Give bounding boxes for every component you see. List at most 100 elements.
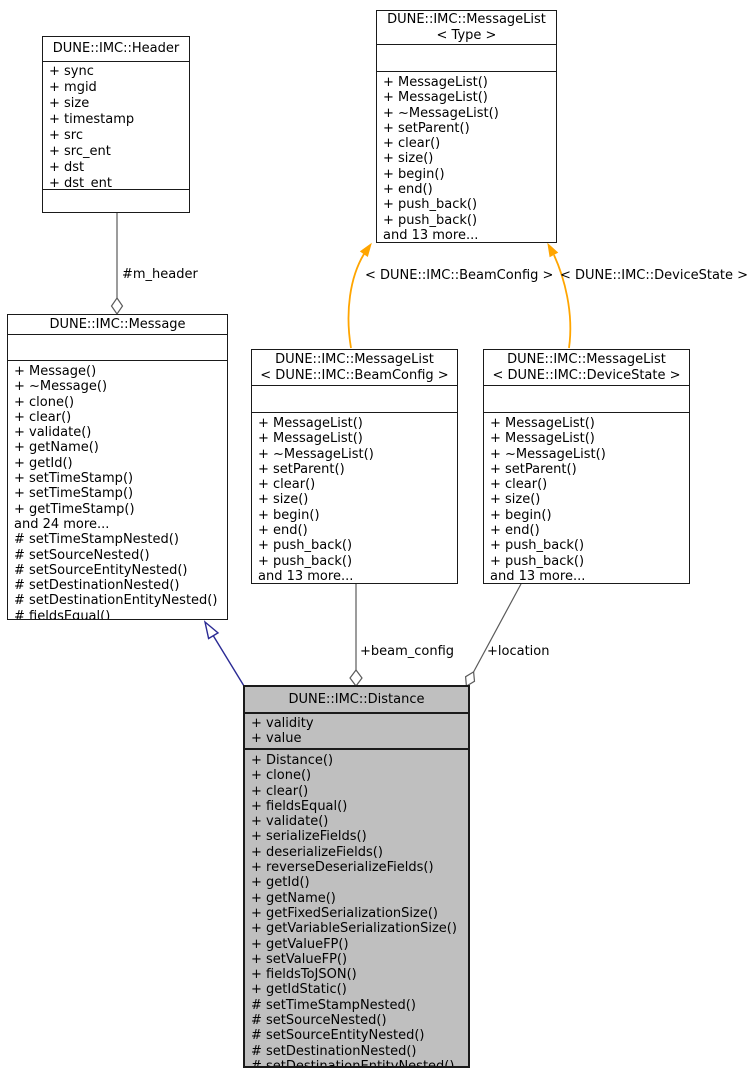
method: + size() xyxy=(383,151,434,167)
method: + fieldsEqual() xyxy=(251,798,348,814)
beamconfig-template-edge xyxy=(347,253,365,349)
method: and 13 more... xyxy=(383,227,479,242)
class-title: DUNE::IMC::MessageList < DUNE::IMC::Devi… xyxy=(484,350,689,386)
inheritance-arrow-icon xyxy=(203,620,220,640)
class-box-messagelist-type[interactable]: DUNE::IMC::MessageList < Type > + Messag… xyxy=(376,10,557,243)
method: # setDestinationNested() xyxy=(251,1043,417,1059)
method: + begin() xyxy=(258,507,320,523)
method: + fieldsToJSON() xyxy=(251,967,357,983)
method: # setDestinationNested() xyxy=(14,578,180,594)
method: + push_back() xyxy=(490,553,585,569)
method: + validate() xyxy=(251,814,329,830)
method: # setSourceNested() xyxy=(251,1013,387,1029)
method: + ~Message() xyxy=(14,379,108,395)
class-title-text-line1: DUNE::IMC::MessageList xyxy=(275,351,434,367)
method: + getName() xyxy=(14,440,99,456)
class-box-messagelist-beamconfig[interactable]: DUNE::IMC::MessageList < DUNE::IMC::Beam… xyxy=(251,349,458,584)
methods-section xyxy=(43,190,189,212)
method: and 24 more... xyxy=(14,516,110,532)
method: + getId() xyxy=(251,875,310,891)
attributes-section xyxy=(252,386,457,413)
method: + MessageList() xyxy=(490,431,595,447)
method: and 13 more... xyxy=(258,568,354,583)
attribute: + size xyxy=(49,96,90,111)
method: + ~MessageList() xyxy=(258,446,374,462)
method: + getIdStatic() xyxy=(251,982,347,998)
class-title: DUNE::IMC::Distance xyxy=(245,687,468,714)
class-title-text: DUNE::IMC::Distance xyxy=(288,691,425,707)
method: + setParent() xyxy=(490,461,577,477)
method: + begin() xyxy=(490,507,552,523)
class-title-text: DUNE::IMC::Header xyxy=(52,41,180,56)
attribute: + mgid xyxy=(49,80,97,95)
method: + MessageList() xyxy=(258,431,363,447)
method: + clear() xyxy=(251,783,309,799)
method: + end() xyxy=(383,182,433,198)
method: # fieldsEqual() xyxy=(14,608,111,619)
devicestate-template-edge xyxy=(553,254,572,349)
method: + setTimeStamp() xyxy=(14,486,134,502)
attribute: + dst_ent xyxy=(49,176,112,190)
beam-config-edge-label: +beam_config xyxy=(360,644,455,659)
methods-section: + Distance()+ clone()+ clear()+ fieldsEq… xyxy=(245,750,468,1066)
class-box-distance: DUNE::IMC::Distance + validity+ value + … xyxy=(243,685,470,1068)
devicestate-template-arrow-icon xyxy=(547,242,559,258)
method: + clear() xyxy=(383,136,441,152)
method: # setSourceNested() xyxy=(14,547,150,563)
method: + clear() xyxy=(258,477,316,493)
attribute: + sync xyxy=(49,64,94,79)
method: + MessageList() xyxy=(258,416,363,431)
method: + deserializeFields() xyxy=(251,844,383,860)
method: # setDestinationEntityNested() xyxy=(251,1059,468,1066)
method: + getFixedSerializationSize() xyxy=(251,905,438,921)
method: + getValueFP() xyxy=(251,936,349,952)
method: + setParent() xyxy=(383,120,470,136)
methods-section: + Message()+ ~Message()+ clone()+ clear(… xyxy=(8,361,227,619)
method: + validate() xyxy=(14,425,92,441)
beamconfig-template-arrow-icon xyxy=(359,242,372,258)
class-title-text: DUNE::IMC::Message xyxy=(49,316,186,332)
attribute: + value xyxy=(251,731,302,747)
class-title-text-line2: < Type > xyxy=(436,27,497,43)
method: + ~MessageList() xyxy=(490,446,606,462)
m-header-diamond-icon xyxy=(110,296,124,316)
method: + size() xyxy=(258,492,309,508)
attribute: + dst xyxy=(49,160,85,175)
m-header-edge-label: #m_header xyxy=(122,267,198,282)
methods-section: + MessageList()+ MessageList()+ ~Message… xyxy=(377,72,556,242)
method: + setValueFP() xyxy=(251,951,348,967)
class-title: DUNE::IMC::Message xyxy=(8,315,227,335)
method: + Message() xyxy=(14,364,97,379)
location-diamond-icon xyxy=(464,670,476,688)
method: + getTimeStamp() xyxy=(14,501,135,517)
method: + setParent() xyxy=(258,461,345,477)
devicestate-template-edge-label: < DUNE::IMC::DeviceState > xyxy=(560,268,749,283)
beamconfig-template-edge-label: < DUNE::IMC::BeamConfig > xyxy=(365,268,554,283)
method: + end() xyxy=(490,523,540,539)
method: + getVariableSerializationSize() xyxy=(251,921,457,937)
class-title-text-line2: < DUNE::IMC::DeviceState > xyxy=(492,367,681,383)
class-title-text-line1: DUNE::IMC::MessageList xyxy=(507,351,666,367)
attribute: + src xyxy=(49,128,84,143)
method: + size() xyxy=(490,492,541,508)
class-title-text-line1: DUNE::IMC::MessageList xyxy=(387,11,546,27)
method: # setTimeStampNested() xyxy=(14,532,179,548)
method: + ~MessageList() xyxy=(383,105,499,121)
method: # setDestinationEntityNested() xyxy=(14,593,218,609)
method: # setTimeStampNested() xyxy=(251,997,416,1013)
attributes-section: + sync+ mgid+ size+ timestamp+ src+ src_… xyxy=(43,62,189,190)
class-box-header[interactable]: DUNE::IMC::Header + sync+ mgid+ size+ ti… xyxy=(42,36,190,213)
method: + getName() xyxy=(251,890,336,906)
location-edge-label: +location xyxy=(487,644,550,659)
method: + getId() xyxy=(14,455,73,471)
method: + MessageList() xyxy=(383,90,488,106)
method: + clone() xyxy=(14,394,75,410)
attributes-section xyxy=(377,45,556,72)
methods-section: + MessageList()+ MessageList()+ ~Message… xyxy=(252,413,457,583)
class-title-text-line2: < DUNE::IMC::BeamConfig > xyxy=(260,367,449,383)
method: + serializeFields() xyxy=(251,829,367,845)
class-box-message[interactable]: DUNE::IMC::Message + Message()+ ~Message… xyxy=(7,314,228,620)
class-box-messagelist-devicestate[interactable]: DUNE::IMC::MessageList < DUNE::IMC::Devi… xyxy=(483,349,690,584)
class-title: DUNE::IMC::MessageList < DUNE::IMC::Beam… xyxy=(252,350,457,386)
